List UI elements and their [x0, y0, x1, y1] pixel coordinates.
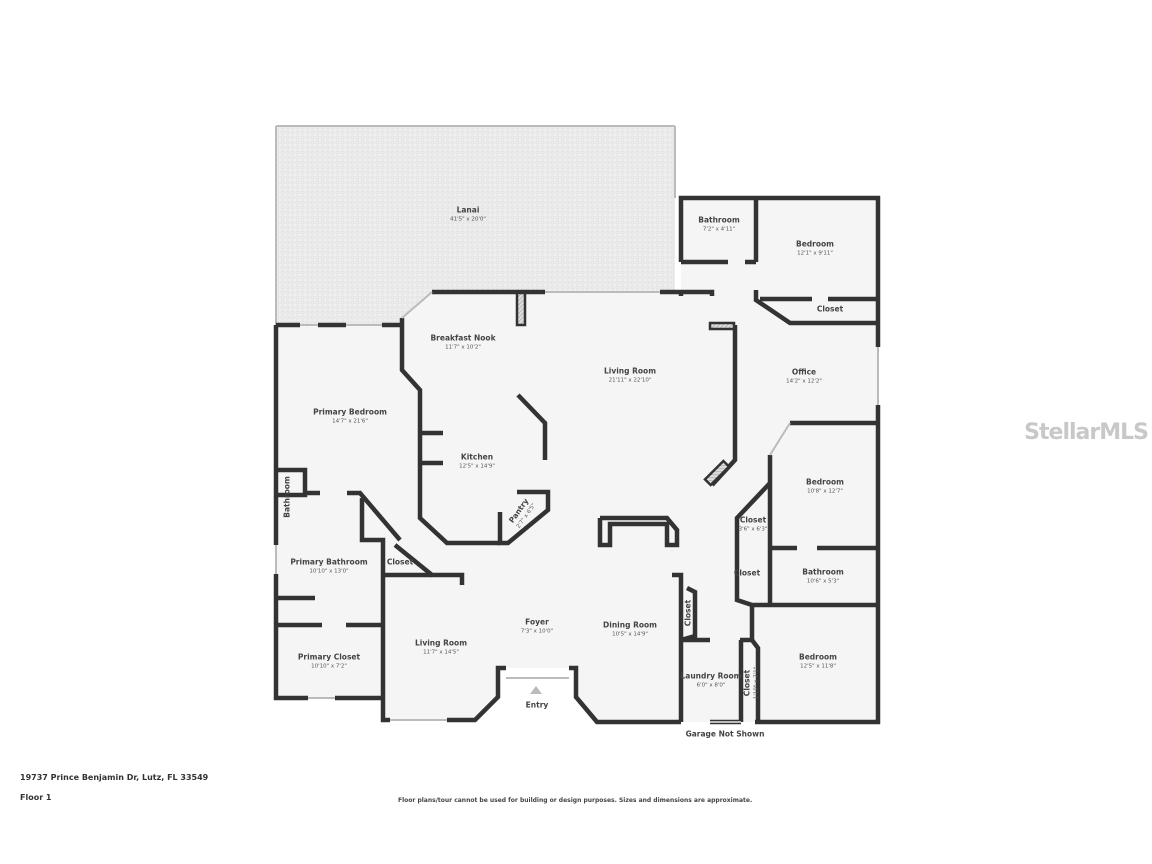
- watermark-logo: StellarMLS: [1024, 420, 1149, 445]
- room-closet-dining: Closet: [684, 600, 693, 626]
- room-name: Primary Bathroom: [290, 557, 368, 567]
- room-name: Dining Room: [603, 620, 657, 630]
- room-dims: 7'3" x 10'0": [520, 628, 554, 635]
- room-name: Closet: [816, 304, 844, 314]
- room-dims: 11'7" x 10'2": [445, 344, 481, 351]
- disclaimer: Floor plans/tour cannot be used for buil…: [398, 797, 753, 804]
- walls: [273, 195, 881, 725]
- room-name: Foyer: [525, 617, 549, 627]
- room-dims: 10'5" x 14'9": [612, 631, 648, 638]
- windows-doors: [275, 291, 879, 723]
- room-dims: 11'7" x 14'5": [423, 649, 459, 656]
- address: 19737 Prince Benjamin Dr, Lutz, FL 33549: [20, 773, 209, 782]
- room-dims: 1'10" x 7'1": [753, 666, 760, 700]
- room-name: Closet: [386, 557, 414, 567]
- room-name: Primary Bedroom: [313, 407, 387, 417]
- entry-label: Entry: [526, 701, 549, 710]
- room-name: Closet: [739, 515, 767, 525]
- room-dims: 14'2" x 12'2": [786, 378, 822, 385]
- room-dims: 12'5" x 11'8": [800, 663, 836, 670]
- entry-arrow-icon: [530, 686, 542, 694]
- room-dims: 10'8" x 12'7": [807, 488, 843, 495]
- room-dims: 14'7" x 21'6": [332, 418, 368, 425]
- room-dims: 10'6" x 5'3": [806, 578, 840, 585]
- room-dims: 10'10" x 13'0": [309, 568, 349, 575]
- room-dims: 12'1" x 9'11": [797, 250, 833, 257]
- room-dims: 41'5" x 20'0": [450, 216, 486, 223]
- room-name: Bedroom: [796, 239, 834, 249]
- room-dims: 6'0" x 8'0": [696, 682, 726, 689]
- floor-label: Floor 1: [20, 793, 52, 802]
- room-name: Living Room: [414, 638, 468, 648]
- room-name: Living Room: [603, 366, 657, 376]
- room-name: Laundry Room: [680, 671, 742, 681]
- room-closet-right: Closet: [734, 569, 760, 578]
- room-name: Primary Closet: [297, 652, 361, 662]
- room-dims: 12'5" x 14'9": [459, 463, 495, 470]
- lanai-area: [276, 127, 675, 325]
- room-dims: 3'6" x 6'3": [738, 526, 768, 533]
- room-closet-upper: Closet: [817, 305, 843, 314]
- entry-text: Entry: [525, 700, 549, 710]
- room-dims: 7'2" x 4'11": [702, 226, 736, 233]
- room-name: Closet: [742, 669, 752, 697]
- room-closet-left: Closet: [387, 558, 413, 567]
- room-name: Bathroom: [698, 215, 740, 225]
- room-name: Bedroom: [799, 652, 837, 662]
- room-name: Office: [791, 367, 817, 377]
- garage-note: Garage Not Shown: [686, 730, 765, 739]
- room-dims: 21'11" x 22'10": [608, 377, 652, 384]
- room-name: Bathroom: [802, 567, 844, 577]
- room-dims: 10'10" x 7'2": [311, 663, 347, 670]
- room-name: Lanai: [456, 205, 480, 215]
- room-name: Breakfast Nook: [430, 333, 496, 343]
- room-name: Closet: [733, 568, 761, 578]
- room-name: Closet: [683, 599, 693, 627]
- garage-note-text: Garage Not Shown: [685, 729, 765, 739]
- room-name: Kitchen: [460, 452, 494, 462]
- room-name: Bathroom: [282, 476, 292, 518]
- room-bathroom-left: Bathroom: [283, 476, 292, 518]
- room-name: Bedroom: [806, 477, 844, 487]
